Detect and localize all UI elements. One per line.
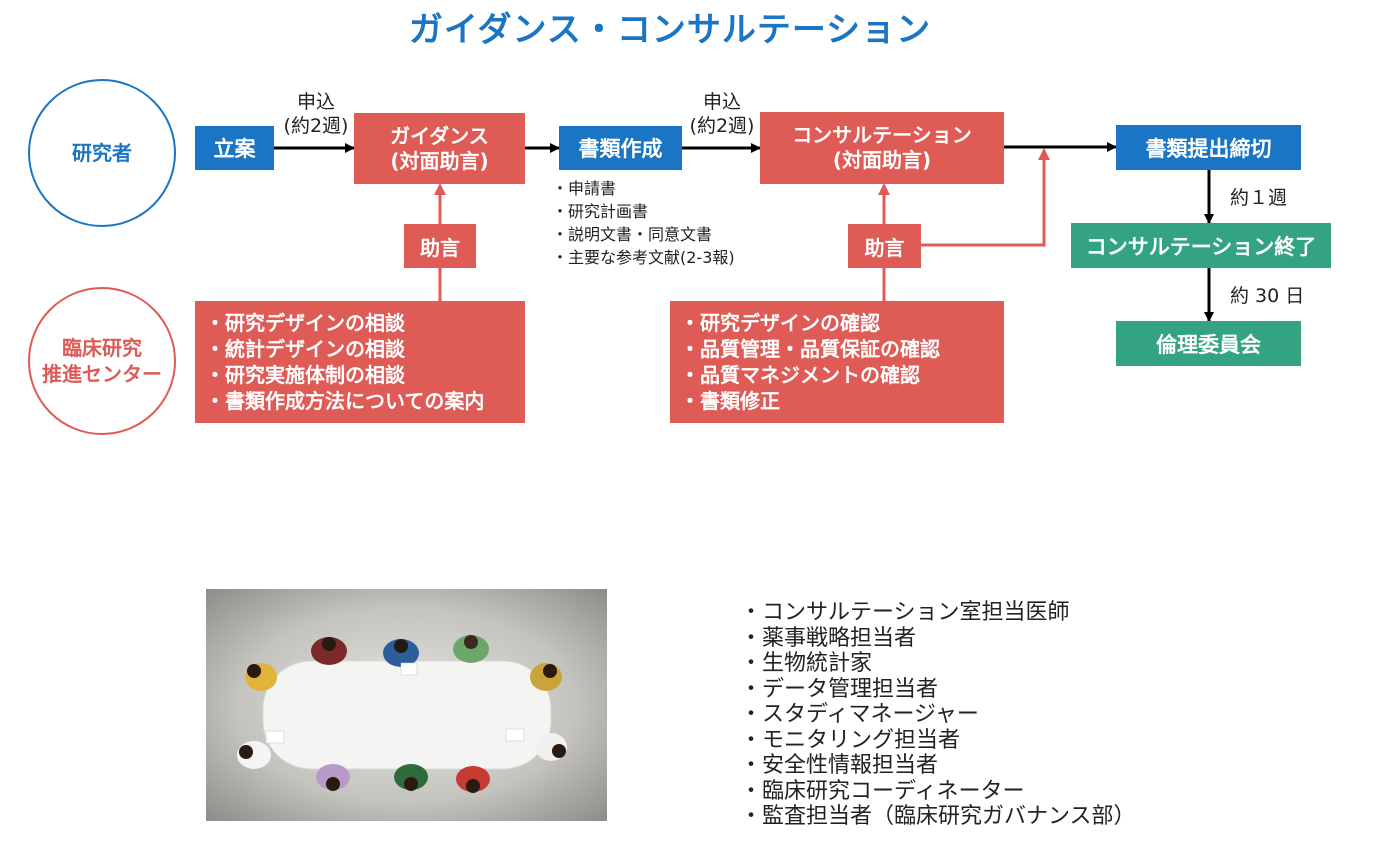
consultation-detail-item: ・研究デザインの確認	[680, 311, 880, 335]
staff-list-item: ・監査担当者（臨床研究ガバナンス部）	[740, 804, 1136, 829]
step-consultation-line2: (対面助言)	[832, 148, 932, 172]
step-consultation: コンサルテーション (対面助言)	[760, 112, 1004, 184]
doc-list-item: ・研究計画書	[552, 202, 649, 221]
actor-center-label-1: 臨床研究	[62, 336, 142, 360]
consultation-detail-item: ・品質管理・品質保証の確認	[680, 337, 940, 361]
step-consult-end: コンサルテーション終了	[1071, 223, 1331, 268]
staff-list-item: ・薬事戦略担当者	[740, 625, 917, 651]
person-icon	[453, 635, 489, 663]
person-icon	[311, 637, 347, 665]
doc-list: ・申請書 ・研究計画書 ・説明文書・同意文書 ・主要な参考文献(2-3報)	[552, 177, 735, 269]
actor-researcher-label: 研究者	[72, 141, 132, 165]
step-guidance-line2: (対面助言)	[390, 148, 489, 173]
step-ethics-committee: 倫理委員会	[1116, 321, 1301, 366]
staff-list-item: ・コンサルテーション室担当医師	[740, 600, 1070, 625]
person-icon	[530, 663, 562, 691]
arrow-advice2-to-flow	[921, 148, 1050, 247]
step-deadline: 書類提出締切	[1116, 125, 1301, 170]
person-icon	[456, 766, 490, 793]
person-icon	[237, 741, 271, 769]
label-apply-2-line2: (約2週)	[689, 115, 755, 137]
label-apply-2: 申込 (約2週)	[682, 90, 762, 138]
person-icon	[316, 764, 350, 791]
consultation-detail-item: ・品質マネジメントの確認	[680, 363, 920, 387]
meeting-photo	[206, 589, 607, 821]
guidance-details: ・研究デザインの相談 ・統計デザインの相談 ・研究実施体制の相談 ・書類作成方法…	[195, 301, 525, 423]
actor-center: 臨床研究 推進センター	[28, 287, 176, 435]
staff-list-item: ・生物統計家	[740, 651, 873, 676]
staff-list-item: ・スタディマネージャー	[740, 702, 979, 727]
doc-list-item: ・申請書	[552, 179, 617, 198]
label-apply-1-line2: (約2週)	[283, 115, 349, 137]
staff-list-item: ・安全性情報担当者	[740, 753, 939, 778]
label-apply-1: 申込 (約2週)	[276, 90, 356, 138]
staff-list-item: ・臨床研究コーディネーター	[740, 778, 1025, 804]
label-apply-1-line1: 申込	[296, 91, 335, 113]
label-week: 約１週	[1230, 187, 1288, 209]
guidance-detail-item: ・書類作成方法についての案内	[205, 389, 485, 413]
label-30-days: 約 30 日	[1230, 285, 1305, 307]
advice-box-guidance: 助言	[404, 224, 476, 268]
consultation-details: ・研究デザインの確認 ・品質管理・品質保証の確認 ・品質マネジメントの確認 ・書…	[670, 301, 1004, 423]
advice-box-consultation: 助言	[848, 224, 921, 268]
label-apply-2-line1: 申込	[702, 91, 741, 113]
staff-list-item: ・モニタリング担当者	[740, 727, 961, 753]
page-title: ガイダンス・コンサルテーション	[408, 10, 932, 50]
actor-center-label-2: 推進センター	[42, 362, 162, 386]
guidance-detail-item: ・研究実施体制の相談	[205, 363, 405, 387]
consultation-detail-item: ・書類修正	[680, 389, 780, 413]
step-guidance: ガイダンス (対面助言)	[354, 113, 525, 184]
step-guidance-line1: ガイダンス	[390, 123, 489, 148]
person-icon	[535, 733, 567, 761]
step-consultation-line1: コンサルテーション	[792, 123, 972, 147]
guidance-detail-item: ・統計デザインの相談	[205, 337, 405, 361]
staff-list: ・コンサルテーション室担当医師 ・薬事戦略担当者 ・生物統計家 ・データ管理担当…	[740, 600, 1136, 830]
doc-list-item: ・説明文書・同意文書	[552, 225, 713, 244]
actor-researcher: 研究者	[28, 79, 176, 227]
person-icon	[394, 764, 428, 791]
person-icon	[245, 663, 277, 691]
doc-list-item: ・主要な参考文献(2-3報)	[552, 248, 735, 267]
person-icon	[383, 639, 419, 667]
step-rituan: 立案	[195, 126, 274, 170]
guidance-detail-item: ・研究デザインの相談	[205, 311, 405, 335]
staff-list-item: ・データ管理担当者	[740, 676, 939, 702]
step-docs: 書類作成	[559, 126, 682, 170]
